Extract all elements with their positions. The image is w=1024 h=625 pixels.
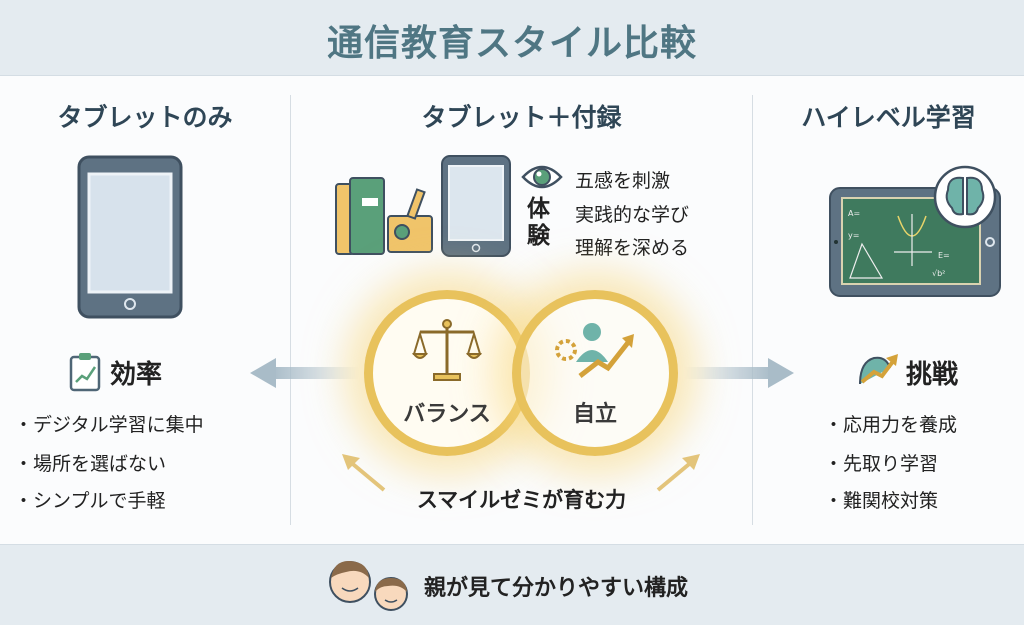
arrow-up-left-icon (342, 454, 386, 492)
arrow-up-right-icon (656, 454, 700, 492)
parent-child-faces-icon (329, 560, 408, 611)
column-heading-high-level: ハイレベル学習 (801, 103, 976, 132)
tablet-icon (441, 155, 511, 257)
tablet-icon (77, 155, 183, 319)
column-heading-tablet-only: タブレットのみ (57, 103, 233, 132)
bullet-item: 難関校対策 (824, 486, 938, 513)
column-divider (290, 95, 291, 525)
column-heading-tablet-plus-supplements: タブレット＋付録 (421, 103, 622, 132)
page-title: 通信教育スタイル比較 (326, 23, 697, 64)
experience-item: 理解を深める (575, 237, 690, 259)
arrow-left-icon (250, 358, 360, 388)
brain-icon (933, 165, 997, 229)
experience-label: 体験 (527, 196, 550, 249)
books-and-supplements-icon (335, 177, 433, 255)
scales-icon (412, 319, 482, 381)
independence-circle (512, 290, 678, 456)
experience-item: 五感を刺激 (575, 170, 671, 192)
experience-item: 実践的な学び (575, 204, 690, 226)
svg-text:A=: A= (848, 209, 860, 218)
bullet-item: 場所を選ばない (14, 449, 166, 476)
eye-icon (521, 165, 563, 189)
circle-label-balance: バランス (403, 402, 491, 427)
bullet-item: シンプルで手軽 (14, 486, 165, 513)
svg-text:y=: y= (848, 231, 859, 240)
title-band (0, 0, 1024, 76)
feature-label-challenge: 挑戦 (906, 360, 959, 390)
column-divider (752, 95, 753, 525)
center-caption: スマイルゼミが育む力 (416, 488, 627, 512)
growth-person-icon (555, 323, 634, 378)
bullet-item: 先取り学習 (824, 449, 938, 476)
bullet-item: デジタル学習に集中 (14, 410, 204, 437)
feature-label-efficiency: 効率 (110, 360, 163, 390)
bullet-item: 応用力を養成 (824, 410, 957, 437)
arrow-right-icon (684, 358, 794, 388)
svg-text:√b²: √b² (932, 269, 945, 278)
footer-text: 親が見て分かりやすい構成 (424, 576, 689, 601)
challenge-growth-icon (859, 354, 898, 385)
footer-band (0, 544, 1024, 625)
svg-text:E=: E= (938, 251, 950, 260)
clipboard-chart-icon (69, 353, 101, 392)
circle-label-independence: 自立 (572, 402, 617, 427)
